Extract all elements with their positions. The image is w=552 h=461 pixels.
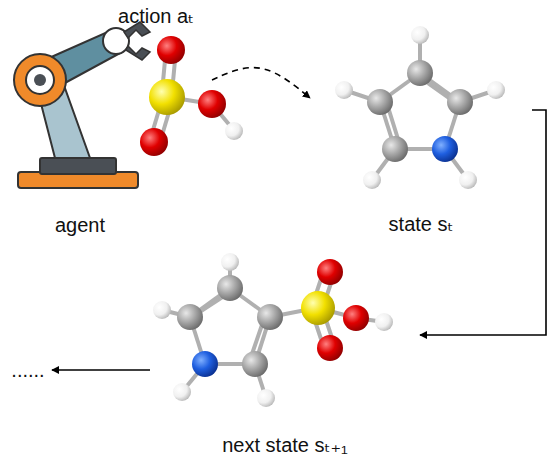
node-label: next state sₜ₊₁	[222, 433, 347, 457]
action-node: action aₜ	[100, 2, 212, 152]
robot-arm	[14, 22, 150, 188]
node-label: ......	[11, 358, 44, 382]
node-label: action aₜ	[118, 4, 194, 28]
transition-arrow	[52, 369, 150, 371]
pyrrole-sulfonic-acid-molecule	[153, 253, 393, 407]
continuation-node: ......	[8, 356, 48, 384]
agent-label: agent	[55, 213, 105, 237]
sulfonic-acid-molecule	[140, 36, 243, 156]
transition-arrow	[212, 68, 310, 98]
next-state-node: next state sₜ₊₁	[150, 255, 420, 459]
node-label: state sₜ	[389, 212, 454, 236]
pyrrole-molecule	[335, 26, 505, 189]
state-node: state sₜ	[310, 10, 532, 238]
